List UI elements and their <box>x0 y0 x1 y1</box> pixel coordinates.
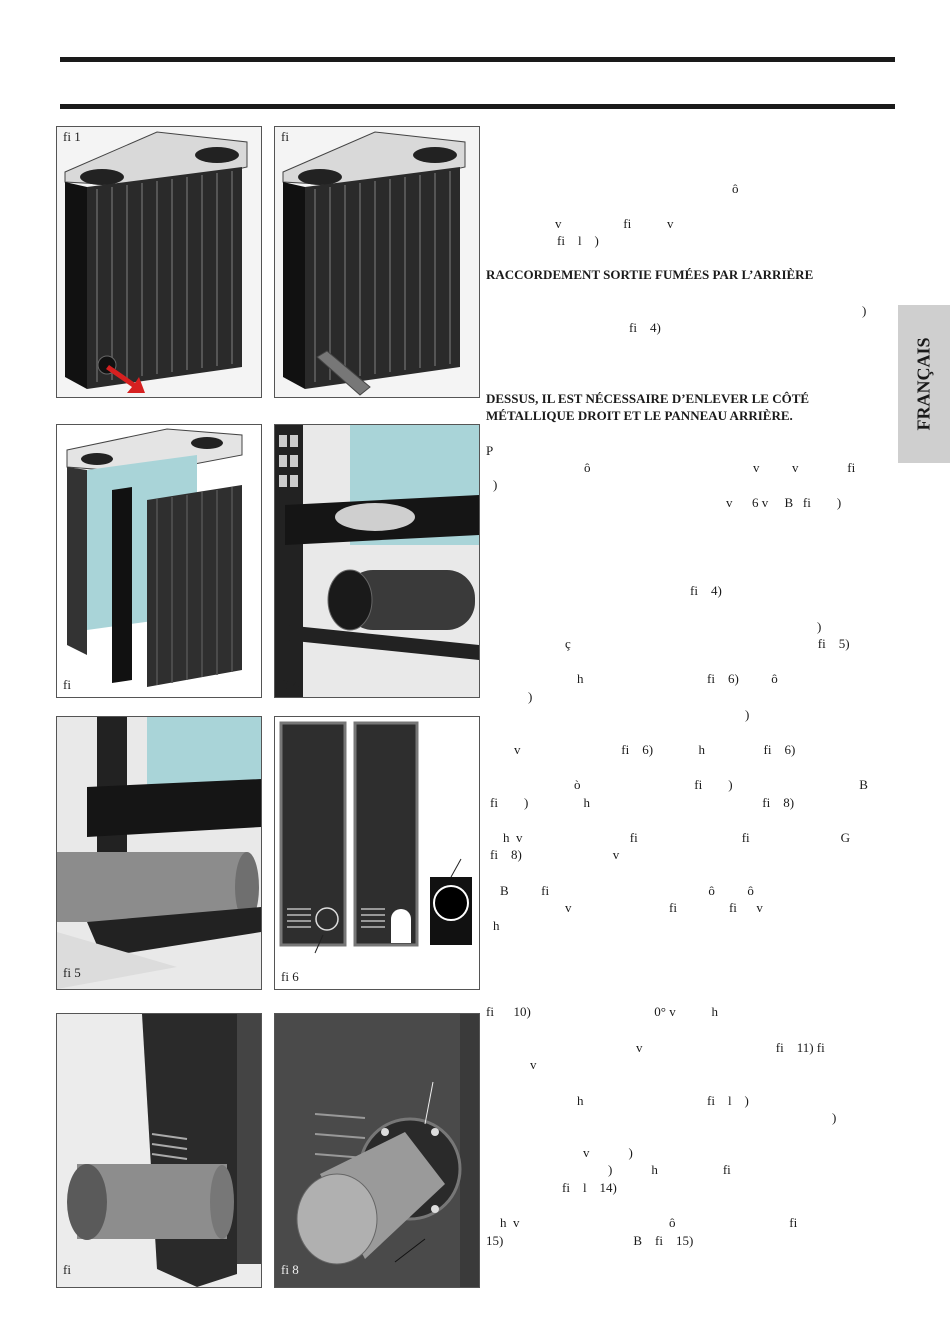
section-heading: RACCORDEMENT SORTIE FUMÉES PAR L’ARRIÈRE <box>486 267 814 282</box>
stove-with-pipe-illustration <box>282 131 466 396</box>
figure-2-caption: fi <box>281 129 289 144</box>
figure-7-caption: fi <box>63 1262 71 1277</box>
figure-5-caption: fi 5 <box>63 965 81 980</box>
figure-4: fi 4 <box>274 424 480 698</box>
text-line: v fi 6) h fi 6) <box>514 742 796 757</box>
top-rule <box>60 57 895 62</box>
text-line: ) <box>817 619 822 634</box>
text-line: ) <box>862 303 867 318</box>
language-tab-label: FRANÇAIS <box>913 337 934 431</box>
text-line: B fi ô ô <box>500 883 754 898</box>
text-line: fi l 14) <box>562 1180 617 1195</box>
panel-cutout-diagram <box>279 721 472 954</box>
text-line: ) <box>745 707 750 722</box>
text-line: ) h fi <box>608 1162 731 1177</box>
stove-exploded-illustration <box>57 425 261 697</box>
text-line: h v fi fi G <box>503 830 851 845</box>
text-line: ) <box>493 477 498 492</box>
figure-6-caption: fi 6 <box>281 969 299 984</box>
pipe-through-panel-illustration <box>57 1014 261 1287</box>
figure-8: fi 8 <box>274 1013 480 1288</box>
figure-7: fi <box>56 1013 262 1288</box>
text-line: fi l ) <box>557 233 599 248</box>
text-line: ) <box>528 689 533 704</box>
figure-3: fi <box>56 424 262 698</box>
pipe-inserted-illustration <box>57 717 261 989</box>
text-line: fi 8) v <box>490 847 620 862</box>
text-line: v <box>530 1057 537 1072</box>
pipe-flange-illustration <box>275 1014 479 1287</box>
text-line: fi ) h fi 8) <box>490 795 795 810</box>
text-line: ò fi ) B <box>574 777 868 792</box>
language-tab: FRANÇAIS <box>898 305 950 463</box>
text-line: h fi 6) ô <box>577 671 778 686</box>
text-line: P <box>486 443 494 458</box>
figure-8-caption: fi 8 <box>281 1262 299 1277</box>
text-line: h <box>493 918 500 933</box>
text-line: fi 10) 0° v h <box>486 1004 718 1019</box>
text-line: fi 4) <box>690 583 722 598</box>
text-line: ç fi 5) <box>565 636 850 651</box>
inner-frame-pipe-illustration <box>275 425 479 697</box>
text-line: fi 4) <box>629 320 661 335</box>
figure-5: fi 5 <box>56 716 262 990</box>
figure-1-caption: fi 1 <box>63 129 81 144</box>
figure-3-caption: fi <box>63 677 71 692</box>
text-line: v fi v <box>555 216 674 231</box>
text-line: h v ô fi <box>500 1215 798 1230</box>
figure-6: fi 6 <box>274 716 480 990</box>
section-heading: MÉTALLIQUE DROIT ET LE PANNEAU ARRIÈRE. <box>486 408 793 423</box>
text-line: v fi fi v <box>565 900 763 915</box>
text-line: ) <box>832 1110 837 1125</box>
text-line: v 6 v B fi ) <box>726 495 842 510</box>
text-line: ô v v fi <box>584 460 856 475</box>
text-line: ô <box>732 181 739 196</box>
second-rule <box>60 104 895 109</box>
text-line: v fi 11) fi <box>636 1040 825 1055</box>
figure-2: fi <box>274 126 480 398</box>
text-line: 15) B fi 15) <box>486 1233 694 1248</box>
stove-back-illustration <box>64 131 248 393</box>
figure-1: fi 1 <box>56 126 262 398</box>
text-line: h fi l ) <box>577 1093 749 1108</box>
section-heading: DESSUS, IL EST NÉCESSAIRE D’ENLEVER LE C… <box>486 391 810 406</box>
figure-4-caption: fi 4 <box>281 677 299 692</box>
text-line: v ) <box>583 1145 633 1160</box>
